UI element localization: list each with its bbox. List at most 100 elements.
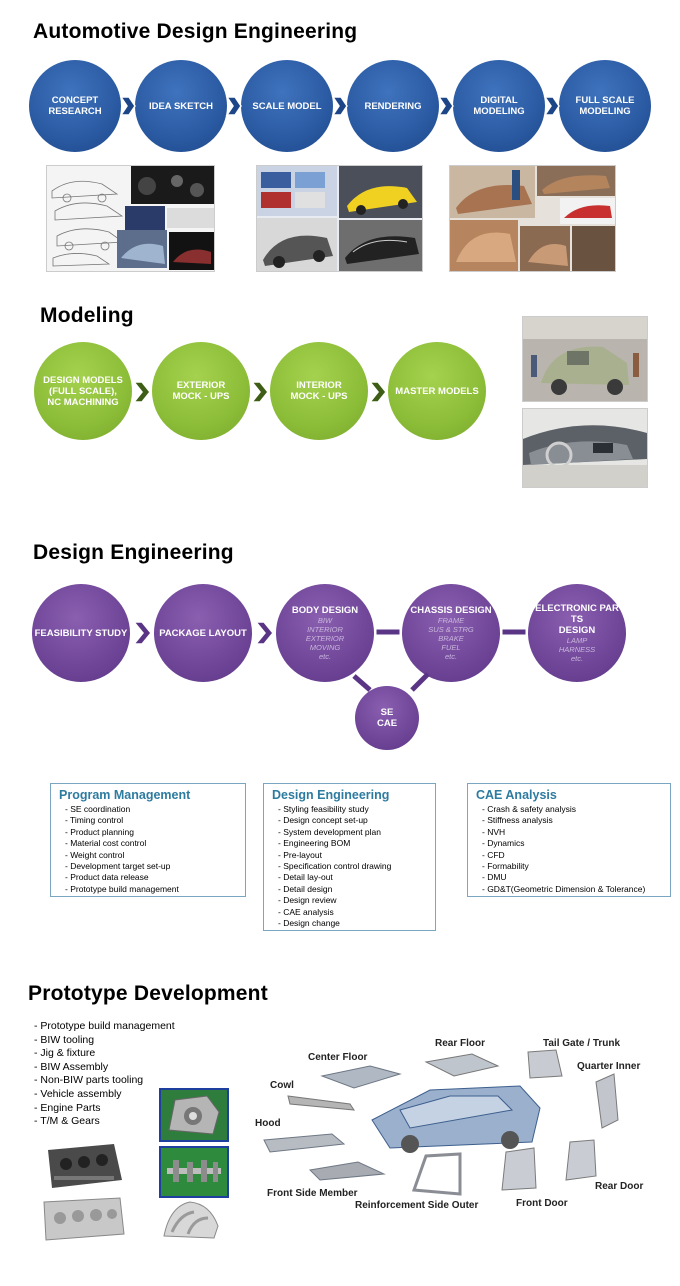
chevron-right-icon [543, 96, 560, 116]
list-item: - CAE analysis [278, 906, 334, 917]
step-body-design: BODY DESIGN BIW INTERIOR EXTERIOR MOVING… [276, 584, 374, 682]
box-list: - Styling feasibility study - Design con… [272, 804, 427, 929]
list-item: - Product planning [65, 826, 134, 837]
list-item: - Development target set-up [65, 861, 171, 872]
step-label: CHASSIS DESIGN [410, 605, 492, 616]
step-label: FEASIBILITY STUDY [34, 627, 128, 639]
scale-model-collage-image [256, 165, 423, 272]
design-engineering-box: Design Engineering - Styling feasibility… [263, 783, 436, 931]
manifold-image [160, 1196, 222, 1242]
step-label: SCALE MODEL [252, 100, 322, 112]
full-scale-collage-image [449, 165, 616, 272]
body-item: etc. [318, 652, 332, 661]
step-label: INTERIOR [296, 380, 342, 391]
list-item: - Crash & safety analysis [482, 804, 577, 814]
list-item: - GD&T(Geometric Dimension & Tolerance) [482, 883, 646, 894]
chassis-item: SUS & STRG [428, 625, 474, 634]
step-label: DESIGN MODELS [43, 374, 123, 386]
body-item: MOVING [309, 643, 341, 652]
list-item: - Jig & fixture [34, 1047, 96, 1060]
list-item: - System development plan [278, 826, 381, 837]
step-label: NC MACHINING [47, 396, 119, 408]
list-item: - Dynamics [482, 838, 525, 849]
step-label: RESEARCH [48, 106, 102, 117]
list-item: - Design concept set-up [278, 815, 368, 826]
automotive-title: Automotive Design Engineering [33, 20, 358, 43]
list-item: - Engine Parts [34, 1101, 101, 1114]
electronic-item: LAMP [566, 636, 588, 645]
part-label-hood: Hood [255, 1118, 281, 1129]
list-item: - Stiffness analysis [482, 815, 553, 826]
step-label: MOCK - UPS [290, 391, 348, 402]
part-label-rear-floor: Rear Floor [435, 1038, 486, 1049]
part-label-front-side-member: Front Side Member [267, 1188, 358, 1199]
list-item: - BIW Assembly [34, 1060, 109, 1073]
step-label: DESIGN [558, 625, 596, 636]
list-item: - Engineering BOM [278, 838, 351, 849]
list-item: - Styling feasibility study [278, 804, 369, 814]
step-concept-research: CONCEPT RESEARCH [29, 60, 121, 152]
list-item: - Design review [278, 895, 337, 906]
cylinder-head-image [40, 1196, 126, 1242]
clay-model-photo [522, 316, 648, 402]
list-item: - Pre-layout [278, 849, 322, 860]
list-item: - Prototype build management [65, 883, 179, 894]
step-master-models: MASTER MODELS [388, 342, 486, 440]
list-item: - SE coordination [65, 804, 131, 814]
list-item: - NVH [482, 826, 506, 837]
cae-analysis-box: CAE Analysis - Crash & safety analysis -… [467, 783, 671, 897]
modeling-title: Modeling [40, 304, 134, 327]
box-title: Program Management [59, 788, 191, 802]
list-item: - Specification control drawing [278, 861, 392, 872]
body-item: INTERIOR [307, 625, 343, 634]
car-parts-diagram [263, 1049, 619, 1196]
part-label-reinforcement: Reinforcement Side Outer [355, 1200, 479, 1211]
step-idea-sketch: IDEA SKETCH [135, 60, 227, 152]
step-label: TS [570, 614, 584, 625]
step-label: IDEA SKETCH [148, 100, 214, 112]
step-label: SE [380, 707, 394, 718]
list-item: - Detail design [278, 883, 333, 894]
chevron-right-icon [437, 96, 454, 116]
step-label: CONCEPT [51, 95, 99, 106]
step-design-models: DESIGN MODELS (FULL SCALE), NC MACHINING [34, 342, 132, 440]
sketch-collage-image [46, 165, 215, 272]
prototype-list: - Prototype build management - BIW tooli… [34, 1020, 175, 1129]
step-label: DIGITAL [480, 95, 518, 106]
chevron-right-icon [225, 96, 242, 116]
list-item: - Design change [278, 918, 340, 929]
step-chassis-design: CHASSIS DESIGN FRAME SUS & STRG BRAKE FU… [402, 584, 500, 682]
chassis-item: etc. [444, 652, 458, 661]
list-item: - Product data release [65, 872, 149, 883]
chassis-item: FRAME [437, 616, 465, 625]
interior-mockup-photo [522, 408, 648, 488]
step-scale-model: SCALE MODEL [241, 60, 333, 152]
chassis-item: BRAKE [438, 634, 464, 643]
part-label-tail-gate: Tail Gate / Trunk [543, 1038, 621, 1049]
list-item: - Timing control [65, 815, 124, 826]
step-electronic-parts-design: ELECTRONIC PAR TS DESIGN LAMP HARNESS et… [528, 584, 626, 682]
list-item: - T/M & Gears [34, 1115, 100, 1128]
list-item: - Formability [482, 861, 529, 872]
box-title: Design Engineering [272, 788, 390, 802]
step-label: MOCK - UPS [172, 391, 230, 402]
chevron-right-icon [119, 96, 136, 116]
part-label-cowl: Cowl [270, 1080, 294, 1091]
list-item: - CFD [482, 849, 505, 860]
connector-lines [352, 628, 527, 692]
design-engineering-title: Design Engineering [33, 541, 234, 564]
program-management-box: Program Management - SE coordination - T… [50, 783, 246, 897]
chevron-right-icon [254, 621, 274, 645]
electronic-item: etc. [570, 654, 584, 663]
step-interior-mockups: INTERIOR MOCK - UPS [270, 342, 368, 440]
step-label: MASTER MODELS [395, 385, 479, 397]
list-item: - Non-BIW parts tooling [34, 1074, 144, 1087]
step-label: (FULL SCALE), [49, 385, 117, 397]
engine-block-image [44, 1140, 124, 1190]
step-label: PACKAGE LAYOUT [159, 627, 247, 639]
step-feasibility-study: FEASIBILITY STUDY [32, 584, 130, 682]
box-list: - Crash & safety analysis - Stiffness an… [476, 804, 662, 895]
prototype-title: Prototype Development [28, 982, 268, 1005]
step-label: ELECTRONIC PAR [535, 603, 619, 614]
chevron-right-icon [368, 381, 387, 403]
